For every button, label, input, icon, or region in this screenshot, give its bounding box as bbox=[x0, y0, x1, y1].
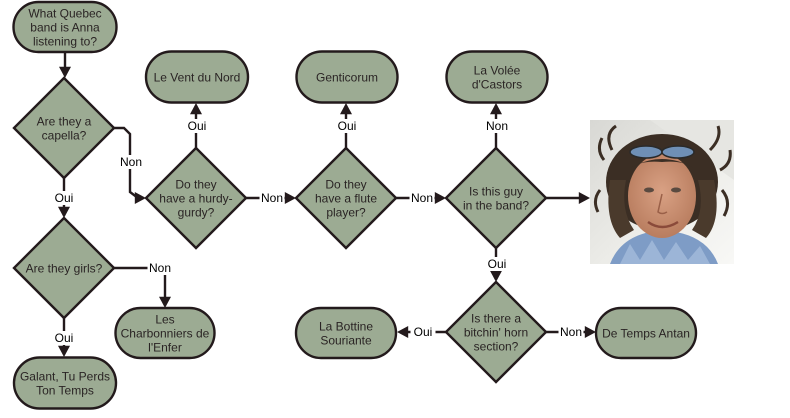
decision-shape bbox=[294, 146, 398, 250]
band-member-photo bbox=[590, 120, 734, 264]
edge-capella-hurdy bbox=[114, 126, 139, 199]
node-r-genticorum: Genticorum bbox=[295, 50, 399, 104]
node-text-line: listening to? bbox=[33, 35, 97, 49]
arrowhead-icon bbox=[134, 192, 146, 204]
node-text-line: Do they bbox=[325, 178, 366, 192]
man-portrait-icon bbox=[590, 120, 734, 264]
terminal-shape bbox=[12, 0, 118, 54]
terminal-shape bbox=[594, 306, 698, 360]
edge-label: Oui bbox=[488, 257, 507, 271]
edge-label-bg bbox=[409, 191, 435, 205]
decision-shape bbox=[144, 146, 248, 250]
edge-label: Oui bbox=[188, 119, 207, 133]
edge-label-bg bbox=[484, 119, 510, 133]
node-text-line: Are they girls? bbox=[26, 262, 103, 276]
node-text-line: What Quebec bbox=[28, 7, 101, 21]
edge-label-bg bbox=[51, 191, 77, 205]
edge-label-bg bbox=[51, 331, 77, 345]
node-q-girls: Are they girls? bbox=[12, 216, 116, 320]
node-text-line: Le Vent du Nord bbox=[154, 71, 241, 85]
edge-label: Oui bbox=[338, 119, 357, 133]
node-text-line: La Bottine bbox=[319, 320, 373, 334]
decision-shape bbox=[444, 146, 548, 250]
edge-label: Non bbox=[560, 325, 582, 339]
arrowhead-icon bbox=[340, 103, 352, 115]
terminal-shape bbox=[114, 306, 216, 360]
arrowhead-icon bbox=[59, 66, 71, 78]
node-text-line: capella? bbox=[42, 129, 87, 143]
node-text-line: Genticorum bbox=[316, 71, 378, 85]
arrowhead-icon bbox=[159, 296, 171, 308]
edge-label-bg bbox=[484, 257, 510, 271]
terminal-shape bbox=[144, 50, 250, 104]
arrowhead-icon bbox=[584, 326, 596, 338]
edge-label: Non bbox=[149, 261, 171, 275]
arrowhead-icon bbox=[284, 192, 296, 204]
edge-label-bg bbox=[558, 325, 584, 339]
terminal-shape bbox=[12, 356, 118, 410]
node-text-line: Ton Temps bbox=[36, 384, 94, 398]
node-text-line: d'Castors bbox=[472, 78, 522, 92]
node-text-line: Les bbox=[155, 313, 174, 327]
edge-label-bg bbox=[410, 325, 436, 339]
arrowhead-icon bbox=[58, 345, 70, 357]
node-text-line: bitchin' horn bbox=[464, 326, 528, 340]
arrowhead-icon bbox=[578, 192, 590, 204]
node-text-line: Do they bbox=[175, 178, 216, 192]
node-text-line: player? bbox=[326, 206, 366, 220]
arrowhead-icon bbox=[58, 206, 70, 218]
node-text-line: Souriante bbox=[320, 334, 372, 348]
edge-label-bg bbox=[118, 155, 144, 169]
edge-label: Oui bbox=[55, 191, 74, 205]
arrowhead-icon bbox=[490, 270, 502, 282]
node-text-line: gurdy? bbox=[178, 206, 215, 220]
decision-shape bbox=[12, 76, 116, 180]
node-text-line: Is this guy bbox=[469, 185, 523, 199]
arrowhead-icon bbox=[434, 192, 446, 204]
edge-label-bg bbox=[184, 119, 210, 133]
node-text-line: Galant, Tu Perds bbox=[20, 370, 110, 384]
terminal-shape bbox=[295, 50, 399, 104]
decision-shape bbox=[12, 216, 116, 320]
terminal-shape bbox=[294, 306, 398, 360]
node-text-line: have a hurdy- bbox=[159, 192, 232, 206]
edge-label: Non bbox=[486, 119, 508, 133]
node-text-line: in the band? bbox=[463, 199, 529, 213]
node-text-line: have a flute bbox=[315, 192, 377, 206]
node-r-vent: Le Vent du Nord bbox=[144, 50, 250, 104]
edge-label: Non bbox=[411, 191, 433, 205]
decision-shape bbox=[444, 280, 548, 384]
node-text-line: La Volée bbox=[474, 64, 521, 78]
node-r-temps: De Temps Antan bbox=[594, 306, 698, 360]
node-text-line: band is Anna bbox=[30, 21, 100, 35]
node-text-line: Are they a bbox=[37, 115, 92, 129]
node-text-line: section? bbox=[474, 340, 519, 354]
terminal-shape bbox=[445, 50, 549, 104]
edge-label-bg bbox=[259, 191, 285, 205]
edge-label: Oui bbox=[414, 325, 433, 339]
edge-label: Non bbox=[261, 191, 283, 205]
edge-label: Non bbox=[120, 155, 142, 169]
edge-label-bg bbox=[147, 261, 173, 275]
arrowhead-icon bbox=[190, 103, 202, 115]
node-text-line: l'Enfer bbox=[148, 341, 182, 355]
arrowhead-icon bbox=[490, 103, 502, 115]
node-text-line: De Temps Antan bbox=[602, 327, 690, 341]
edge-label: Oui bbox=[55, 331, 74, 345]
arrowhead-icon bbox=[397, 326, 409, 338]
node-text-line: Is there a bbox=[471, 312, 521, 326]
node-text-line: Charbonniers de bbox=[121, 327, 210, 341]
edge-label-bg bbox=[334, 119, 360, 133]
